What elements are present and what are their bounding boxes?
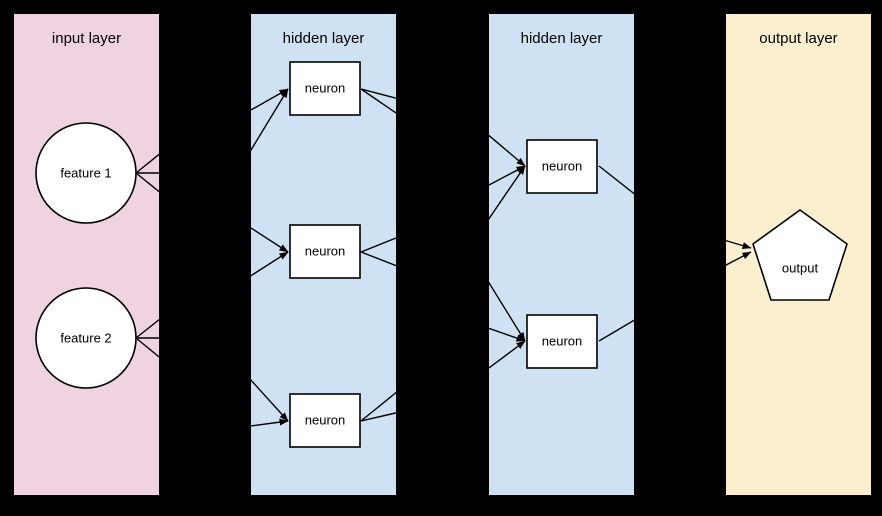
layer-title-input: input layer	[51, 30, 122, 47]
edges-into-hidden-1	[251, 88, 289, 427]
layer-title-output: output layer	[759, 30, 838, 47]
node-feature-1[interactable]: feature 1	[35, 122, 137, 224]
node-output[interactable]: output	[752, 209, 848, 301]
node-label-feature-1: feature 1	[60, 165, 111, 180]
node-neuron[interactable]: neuron	[526, 139, 598, 194]
hidden-layer-1-graphics: neuron neuron neuron	[251, 61, 396, 448]
hidden-layer-2-graphics: neuron neuron	[489, 134, 634, 369]
node-neuron[interactable]: neuron	[289, 61, 361, 116]
node-label-neuron: neuron	[305, 243, 345, 258]
edges-from-feature-2	[135, 318, 159, 358]
layer-hidden-1: hidden layer	[251, 14, 396, 495]
edges-into-output	[726, 239, 752, 266]
node-neuron[interactable]: neuron	[289, 393, 361, 448]
edges-from-hidden-1	[360, 88, 396, 422]
layer-title-hidden-2: hidden layer	[520, 30, 603, 47]
edges-from-feature-1	[135, 153, 159, 193]
node-label-feature-2: feature 2	[60, 330, 111, 345]
node-feature-2[interactable]: feature 2	[35, 287, 137, 389]
layer-output: output layer output	[726, 14, 871, 495]
node-label-output: output	[782, 260, 819, 275]
layer-hidden-2: hidden layer	[489, 14, 634, 495]
node-label-neuron: neuron	[305, 412, 345, 427]
edges-into-hidden-2	[489, 134, 526, 369]
node-neuron[interactable]: neuron	[526, 314, 598, 369]
node-label-neuron: neuron	[542, 158, 582, 173]
output-layer-graphics: output	[726, 209, 848, 301]
node-label-neuron: neuron	[305, 80, 345, 95]
layer-input: input layer feature 1 feature 2	[14, 14, 159, 495]
layer-title-hidden-1: hidden layer	[282, 30, 365, 47]
edges-from-hidden-2	[598, 165, 634, 342]
node-label-neuron: neuron	[542, 333, 582, 348]
input-layer-graphics: feature 1 feature 2	[35, 122, 159, 389]
node-neuron[interactable]: neuron	[289, 224, 361, 279]
